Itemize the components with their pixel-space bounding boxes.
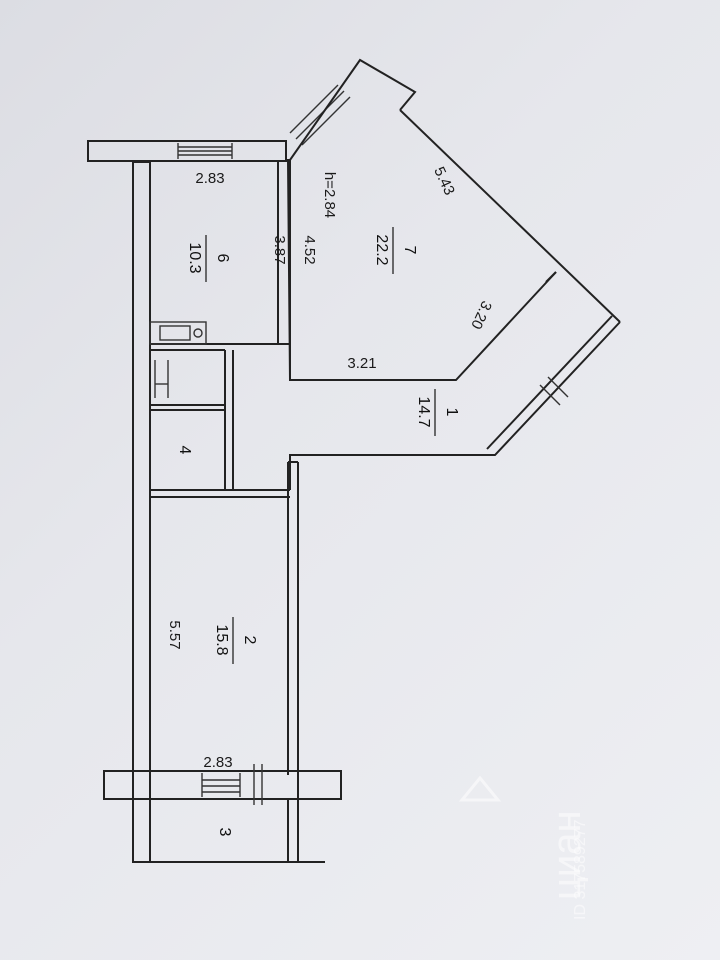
room-7-area: 22.2 [373,234,390,265]
left-wall [132,161,151,863]
bay-outer [285,58,417,161]
dim-3-87: 3.87 [271,235,288,264]
room-2-area: 15.8 [213,624,230,655]
room-1-outer [289,321,621,490]
door-mark-2 [547,376,569,398]
room-1-walls [289,315,621,490]
door-mark-1 [539,384,561,406]
watermark-id: ID 317589277 [572,819,589,920]
room-7-walls [277,58,621,381]
labels: 2.83 3.87 4.52 h=2.84 5.43 3.20 3.21 5.5… [166,164,495,836]
dim-5-57: 5.57 [166,620,183,649]
cian-logo-icon [458,775,502,802]
outer-walls [87,140,342,863]
bottom-slab [103,770,342,800]
dim-top-2-83: 2.83 [195,170,224,187]
room-6-area: 10.3 [186,242,203,273]
room-2-number: 2 [241,636,258,645]
windows [177,84,351,805]
dim-3-20: 3.20 [467,298,495,332]
room-7-number: 7 [401,246,418,255]
room-3-number: 3 [216,828,233,837]
room-1-area: 14.7 [415,396,432,427]
dim-bottom-2-83: 2.83 [203,754,232,771]
room-6-number: 6 [214,254,231,263]
room-4-number: 4 [176,446,193,455]
window-bottom [201,764,263,805]
stove-icon [149,321,207,345]
room-7-diagonal [399,109,621,323]
ceiling-height: h=2.84 [321,172,338,218]
dim-5-43: 5.43 [430,164,458,198]
watermark-brand: циан [545,810,589,900]
window-angled [289,84,351,146]
dim-3-21: 3.21 [347,355,376,372]
watermark: циан ID 317589277 [458,775,589,920]
room-1-outer-inner [486,315,613,450]
room-7-corner [545,271,557,283]
partitions [149,343,290,862]
room-1-number: 1 [443,408,460,417]
fixtures [149,321,207,398]
window-top [177,143,233,159]
dim-4-52: 4.52 [301,235,318,264]
